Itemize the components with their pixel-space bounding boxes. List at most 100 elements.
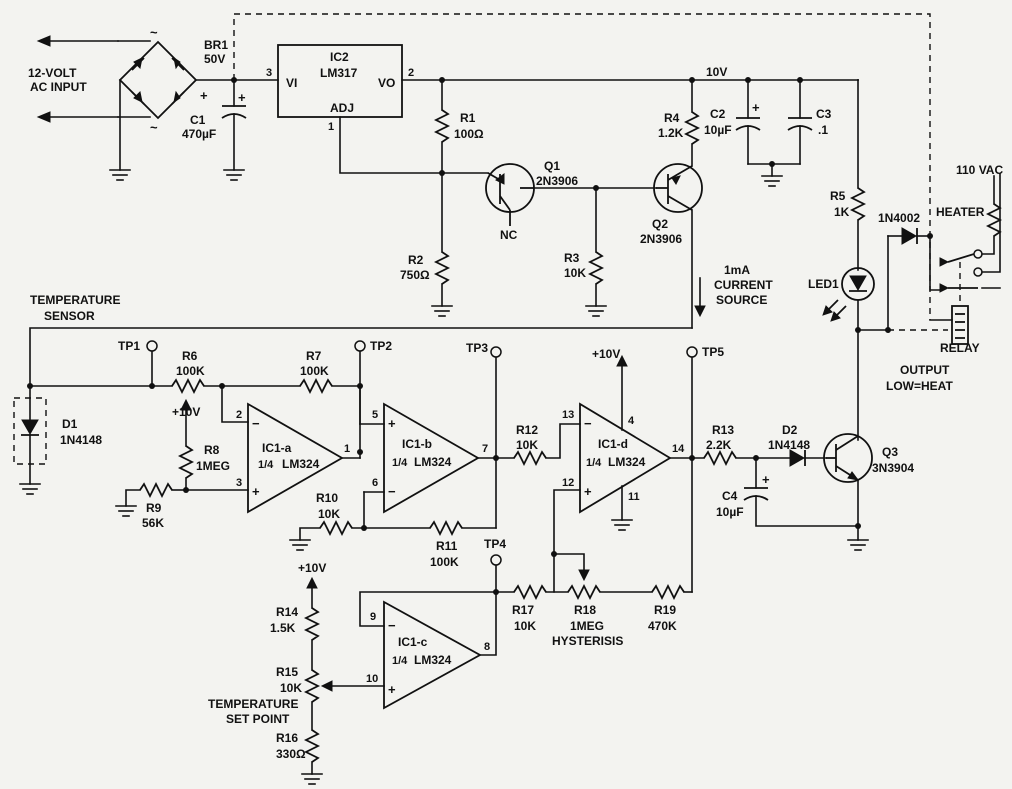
ic2-part: LM317 [320, 66, 358, 80]
q1-nc: NC [500, 228, 518, 242]
resistor-r13 [703, 449, 737, 467]
ic1c-ref: IC1-c [398, 635, 428, 649]
ground-d1 [19, 483, 41, 495]
ic1b-plus: + [388, 416, 396, 431]
ic1d-pin13: 13 [562, 409, 574, 421]
d1-ref: D1 [62, 417, 78, 431]
r2-ref: R2 [408, 253, 424, 267]
ic2-vo: VO [378, 76, 395, 90]
q1-ref: Q1 [544, 159, 560, 173]
ic1b-minus: − [388, 484, 396, 499]
tp2-terminal[interactable] [354, 340, 366, 352]
r15-value: 10K [280, 681, 302, 695]
resistor-r9 [139, 481, 173, 499]
resistor-r17 [513, 583, 547, 601]
r19-value: 470K [648, 619, 677, 633]
ic1a-ref: IC1-a [262, 441, 292, 455]
ic1d-plus: + [584, 484, 592, 499]
r18-value: 1MEG [570, 619, 604, 633]
mains-label: 110 VAC [956, 163, 1003, 177]
r15-ref: R15 [276, 665, 298, 679]
ground-ic1d [611, 519, 633, 531]
ic1a-pin3: 3 [236, 477, 242, 489]
diode-1n4002 [901, 227, 918, 245]
r5-value: 1K [834, 205, 850, 219]
transistor-q3 [823, 433, 873, 483]
r5-ref: R5 [830, 189, 846, 203]
tp4-terminal[interactable] [490, 554, 502, 566]
bridge-rectifier-br1 [118, 40, 198, 120]
r7-value: 100K [300, 364, 329, 378]
ic1a-part: LM324 [282, 457, 320, 471]
ac-tilde-bottom: ~ [150, 120, 158, 135]
ic1b-frac: 1/4 [392, 457, 408, 469]
q2-part: 2N3906 [640, 232, 682, 246]
ic1c-part: LM324 [414, 653, 452, 667]
transistor-q2 [653, 163, 703, 213]
r6-ref: R6 [182, 349, 198, 363]
r13-ref: R13 [712, 423, 734, 437]
resistor-r8 [177, 445, 195, 479]
tp3-terminal[interactable] [490, 346, 502, 358]
ic1a-pin2: 2 [236, 409, 242, 421]
r11-value: 100K [430, 555, 459, 569]
br1-ref: BR1 [204, 38, 228, 52]
current-source-3: SOURCE [716, 293, 767, 307]
c2-plus: + [752, 100, 760, 115]
resistor-r11 [429, 519, 463, 537]
r7-ref: R7 [306, 349, 322, 363]
ic1d-minus: − [584, 416, 592, 431]
ground-r10 [289, 539, 311, 551]
diode-d2 [789, 449, 806, 467]
r16-value: 330Ω [276, 747, 306, 761]
ground-c1 [223, 169, 245, 181]
ic2-vi: VI [286, 76, 297, 90]
c1-plus: + [238, 90, 246, 105]
tp1-terminal[interactable] [146, 340, 158, 352]
led1 [822, 267, 875, 322]
ground-br1 [109, 169, 131, 181]
resistor-r6 [171, 377, 205, 395]
rail-10v-label: 10V [706, 65, 727, 79]
ic2-pin-vi: 3 [266, 67, 272, 79]
ic1b-part: LM324 [414, 455, 452, 469]
relay-contacts [939, 249, 983, 293]
heater-element [985, 203, 1003, 237]
current-source-2: CURRENT [714, 278, 773, 292]
output-label-2: LOW=HEAT [886, 379, 953, 393]
tp4-label: TP4 [484, 537, 506, 551]
ic1d-supply: +10V [592, 347, 620, 361]
ic1a-pin1: 1 [344, 443, 350, 455]
d2-part: 1N4148 [768, 438, 810, 452]
set-point-label-1: TEMPERATURE [208, 697, 298, 711]
r13-value: 2.2K [706, 438, 732, 452]
resistor-r4 [683, 111, 701, 145]
r11-ref: R11 [436, 539, 458, 553]
heater-label: HEATER [936, 205, 985, 219]
q1-part: 2N3906 [536, 174, 578, 188]
r17-value: 10K [514, 619, 536, 633]
ground-r16 [301, 773, 323, 785]
relay-label: RELAY [940, 341, 980, 355]
ic1c-plus: + [388, 682, 396, 697]
ic1d-ref: IC1-d [598, 437, 628, 451]
r12-ref: R12 [516, 423, 538, 437]
relay-coil [951, 305, 969, 345]
ic1a-plus: + [252, 484, 260, 499]
tp5-terminal[interactable] [686, 346, 698, 358]
ac-tilde-top: ~ [150, 25, 158, 40]
ic1a-frac: 1/4 [258, 459, 274, 471]
r6-value: 100K [176, 364, 205, 378]
r4-ref: R4 [664, 111, 680, 125]
r16-ref: R16 [276, 731, 298, 745]
ac-input-label-2: AC INPUT [30, 80, 87, 94]
ic1d-pin12: 12 [562, 477, 574, 489]
temp-sensor-label-1: TEMPERATURE [30, 293, 120, 307]
output-label-1: OUTPUT [900, 363, 950, 377]
r17-ref: R17 [512, 603, 534, 617]
resistor-r5 [849, 187, 867, 221]
opamp-ic1b [383, 402, 480, 514]
c1-ref: C1 [190, 113, 206, 127]
opamp-ic1d [579, 402, 672, 514]
